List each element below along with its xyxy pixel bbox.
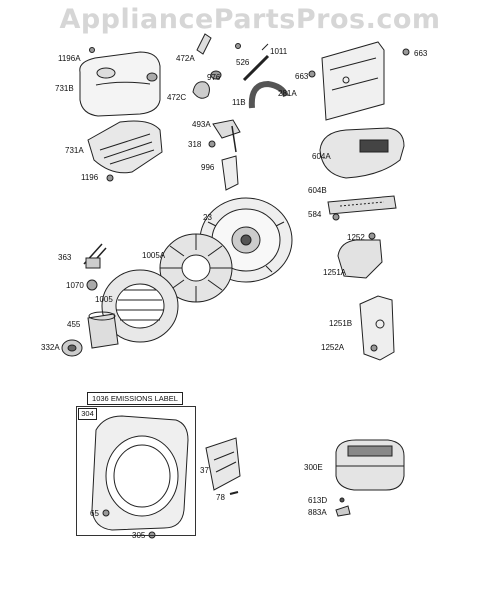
tank-shield-part bbox=[87, 120, 163, 174]
callout-318: 318 bbox=[188, 140, 202, 149]
callout-472C: 472C bbox=[167, 93, 187, 102]
bracket-1251B-part bbox=[359, 295, 395, 361]
bracket-281A-part bbox=[321, 41, 385, 121]
cup-455-part bbox=[61, 311, 119, 357]
callout-604A: 604A bbox=[312, 152, 331, 161]
blower-housing-kit-frame bbox=[76, 406, 196, 536]
callout-1251A: 1251A bbox=[323, 268, 347, 277]
callout-78: 78 bbox=[216, 493, 225, 502]
callout-305: 305 bbox=[132, 531, 146, 540]
callout-613D: 613D bbox=[308, 496, 328, 505]
callout-23: 23 bbox=[203, 213, 212, 222]
callout-883A: 883A bbox=[308, 508, 327, 517]
terminal-363-part bbox=[83, 243, 107, 291]
callout-976: 976 bbox=[207, 73, 221, 82]
callout-1070: 1070 bbox=[66, 281, 84, 290]
fuel-line-parts bbox=[192, 33, 289, 109]
callout-1252A: 1252A bbox=[321, 343, 345, 352]
air-guide-604A-part bbox=[319, 127, 405, 179]
callout-1196A: 1196A bbox=[58, 54, 81, 63]
callout-731A: 731A bbox=[65, 146, 84, 155]
small-fasteners bbox=[89, 43, 410, 182]
callout-663-top: 663 bbox=[414, 49, 428, 58]
callout-281A: 281A bbox=[278, 89, 297, 98]
callout-731B: 731B bbox=[55, 84, 74, 93]
governor-parts bbox=[208, 119, 241, 191]
callout-663-left: 663 bbox=[295, 72, 309, 81]
callout-11B: 11B bbox=[232, 98, 246, 107]
callout-996: 996 bbox=[201, 163, 215, 172]
callout-1196: 1196 bbox=[81, 173, 99, 182]
callout-363: 363 bbox=[58, 253, 72, 262]
watermark: AppliancePartsPros.com bbox=[59, 4, 441, 35]
callout-584: 584 bbox=[308, 210, 322, 219]
callout-1005: 1005 bbox=[95, 295, 113, 304]
callout-472A: 472A bbox=[176, 54, 195, 63]
callout-1005A: 1005A bbox=[142, 251, 166, 260]
fan-1005A-part bbox=[159, 233, 233, 303]
guard-1251A-part bbox=[337, 232, 383, 279]
plate-604B-part bbox=[327, 195, 397, 221]
muffler-part bbox=[335, 439, 405, 517]
blower-housing-part bbox=[91, 415, 189, 531]
callout-1252: 1252 bbox=[347, 233, 365, 242]
callout-1011: 1011 bbox=[270, 47, 288, 56]
callout-304-box: 304 bbox=[78, 408, 97, 420]
callout-332A: 332A bbox=[41, 343, 60, 352]
emissions-label-box: 1036 EMISSIONS LABEL bbox=[87, 392, 183, 405]
screen-1005-part bbox=[101, 269, 179, 343]
callout-604B: 604B bbox=[308, 186, 327, 195]
callout-37: 37 bbox=[200, 466, 209, 475]
callout-1251B: 1251B bbox=[329, 319, 353, 328]
callout-65: 65 bbox=[90, 509, 99, 518]
callout-493A: 493A bbox=[192, 120, 211, 129]
callout-455: 455 bbox=[67, 320, 81, 329]
shield-37-part bbox=[205, 437, 241, 495]
callout-300E: 300E bbox=[304, 463, 323, 472]
fuel-tank-part bbox=[79, 51, 161, 117]
callout-526: 526 bbox=[236, 58, 250, 67]
